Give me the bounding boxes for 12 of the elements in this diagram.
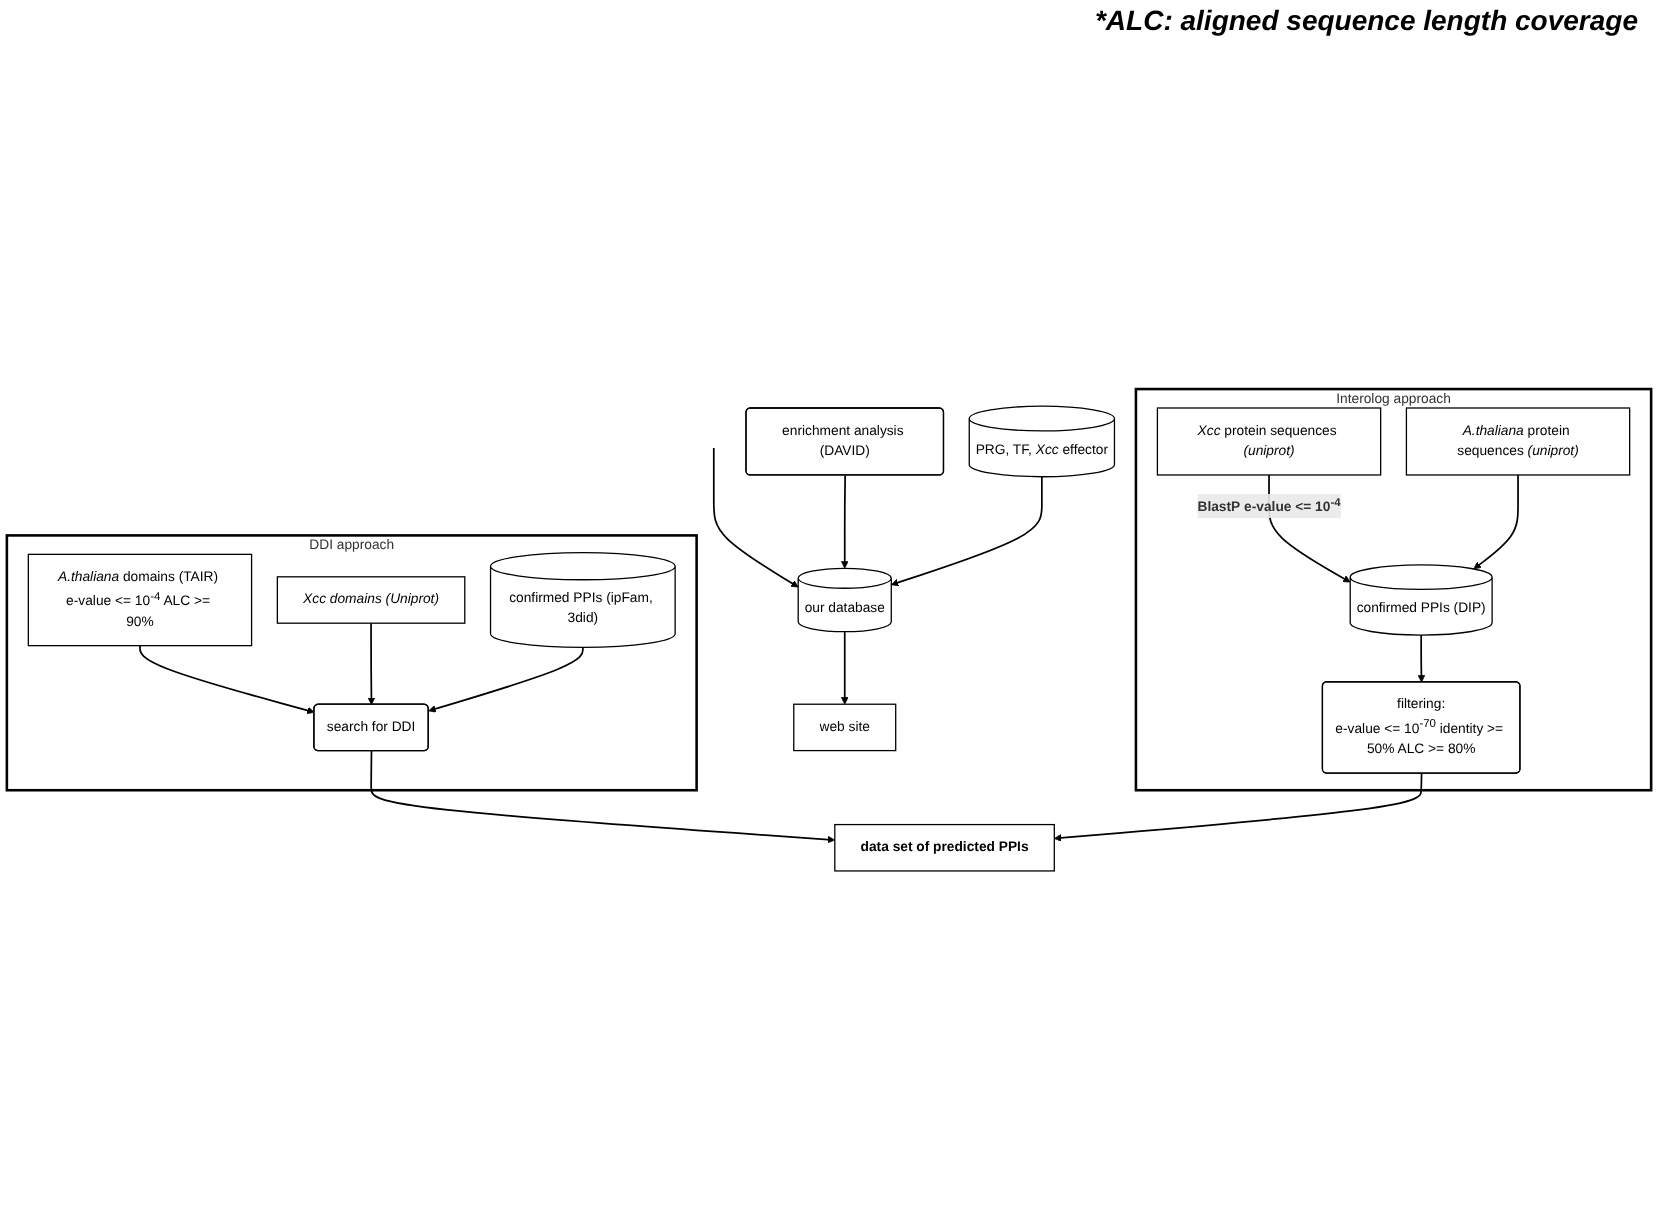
arrow — [712, 447, 799, 588]
arrow — [840, 474, 849, 569]
footnote: *ALC: aligned sequence length coverage — [1092, 4, 1638, 36]
arrow — [367, 622, 376, 705]
arrow — [428, 646, 584, 713]
arrow — [1473, 474, 1519, 570]
arrow — [840, 630, 849, 705]
arrow — [370, 750, 836, 844]
arrow — [1053, 772, 1423, 842]
arrow — [890, 475, 1043, 587]
arrow — [139, 644, 315, 715]
arrow — [1417, 634, 1426, 683]
